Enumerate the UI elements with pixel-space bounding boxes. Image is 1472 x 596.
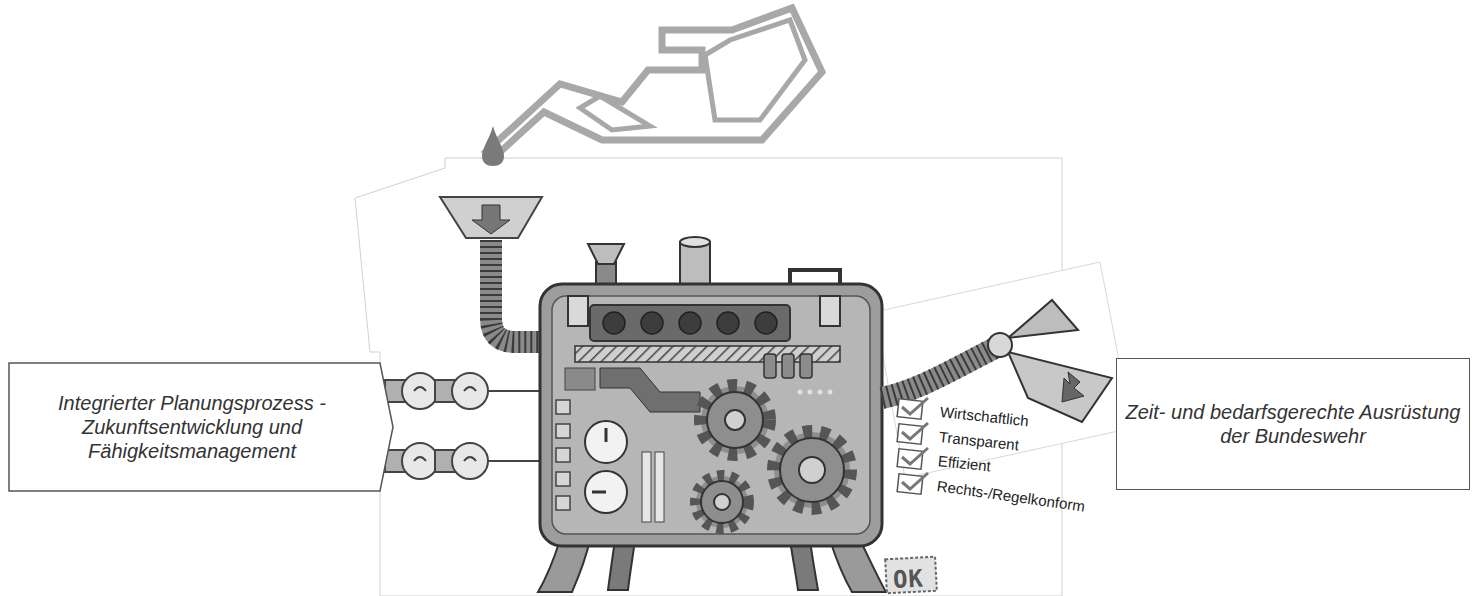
machine-panel <box>552 296 870 534</box>
backdrop <box>355 158 1062 596</box>
process-box: Integrierter Planungsprozess - Zukunftse… <box>8 362 394 492</box>
oil-can-handle <box>705 20 805 120</box>
funnel-arrow <box>472 205 510 234</box>
indicator-dots <box>798 390 833 395</box>
output-arrow <box>1062 372 1084 402</box>
level-bars <box>642 452 664 522</box>
hinge <box>820 296 840 326</box>
machine-top <box>588 237 840 288</box>
funnel <box>440 197 542 238</box>
gears <box>696 386 850 528</box>
small-knobs <box>764 354 812 378</box>
output-hose <box>882 348 995 398</box>
pipe-channel <box>600 368 700 412</box>
output-joint <box>988 333 1012 357</box>
oil-can <box>488 8 822 152</box>
output-hose-coils <box>882 348 995 398</box>
lamp-row <box>590 305 790 341</box>
gauges <box>585 421 627 513</box>
box-text: Integrierter Planungsprozess - Zukunftse… <box>8 362 394 492</box>
output-blade <box>1008 300 1078 338</box>
switch-column <box>556 400 570 510</box>
oil-can-detail <box>580 96 650 130</box>
arrow-shape <box>9 363 393 491</box>
hinge <box>568 296 588 326</box>
box-text: Zeit- und bedarfsgerechte Ausrüstung der… <box>1117 359 1469 489</box>
machine-legs <box>538 540 886 592</box>
oil-drop <box>482 126 504 166</box>
check-marks <box>902 398 928 489</box>
machine-body <box>540 284 882 546</box>
backdrop <box>875 262 1132 478</box>
panel-block <box>565 368 595 390</box>
stamp-label: OK <box>892 564 924 594</box>
stamp-frame <box>885 557 937 594</box>
lamps <box>603 312 777 334</box>
light-bulbs <box>385 373 542 479</box>
process-box: Zeit- und bedarfsgerechte Ausrüstung der… <box>1116 358 1470 490</box>
